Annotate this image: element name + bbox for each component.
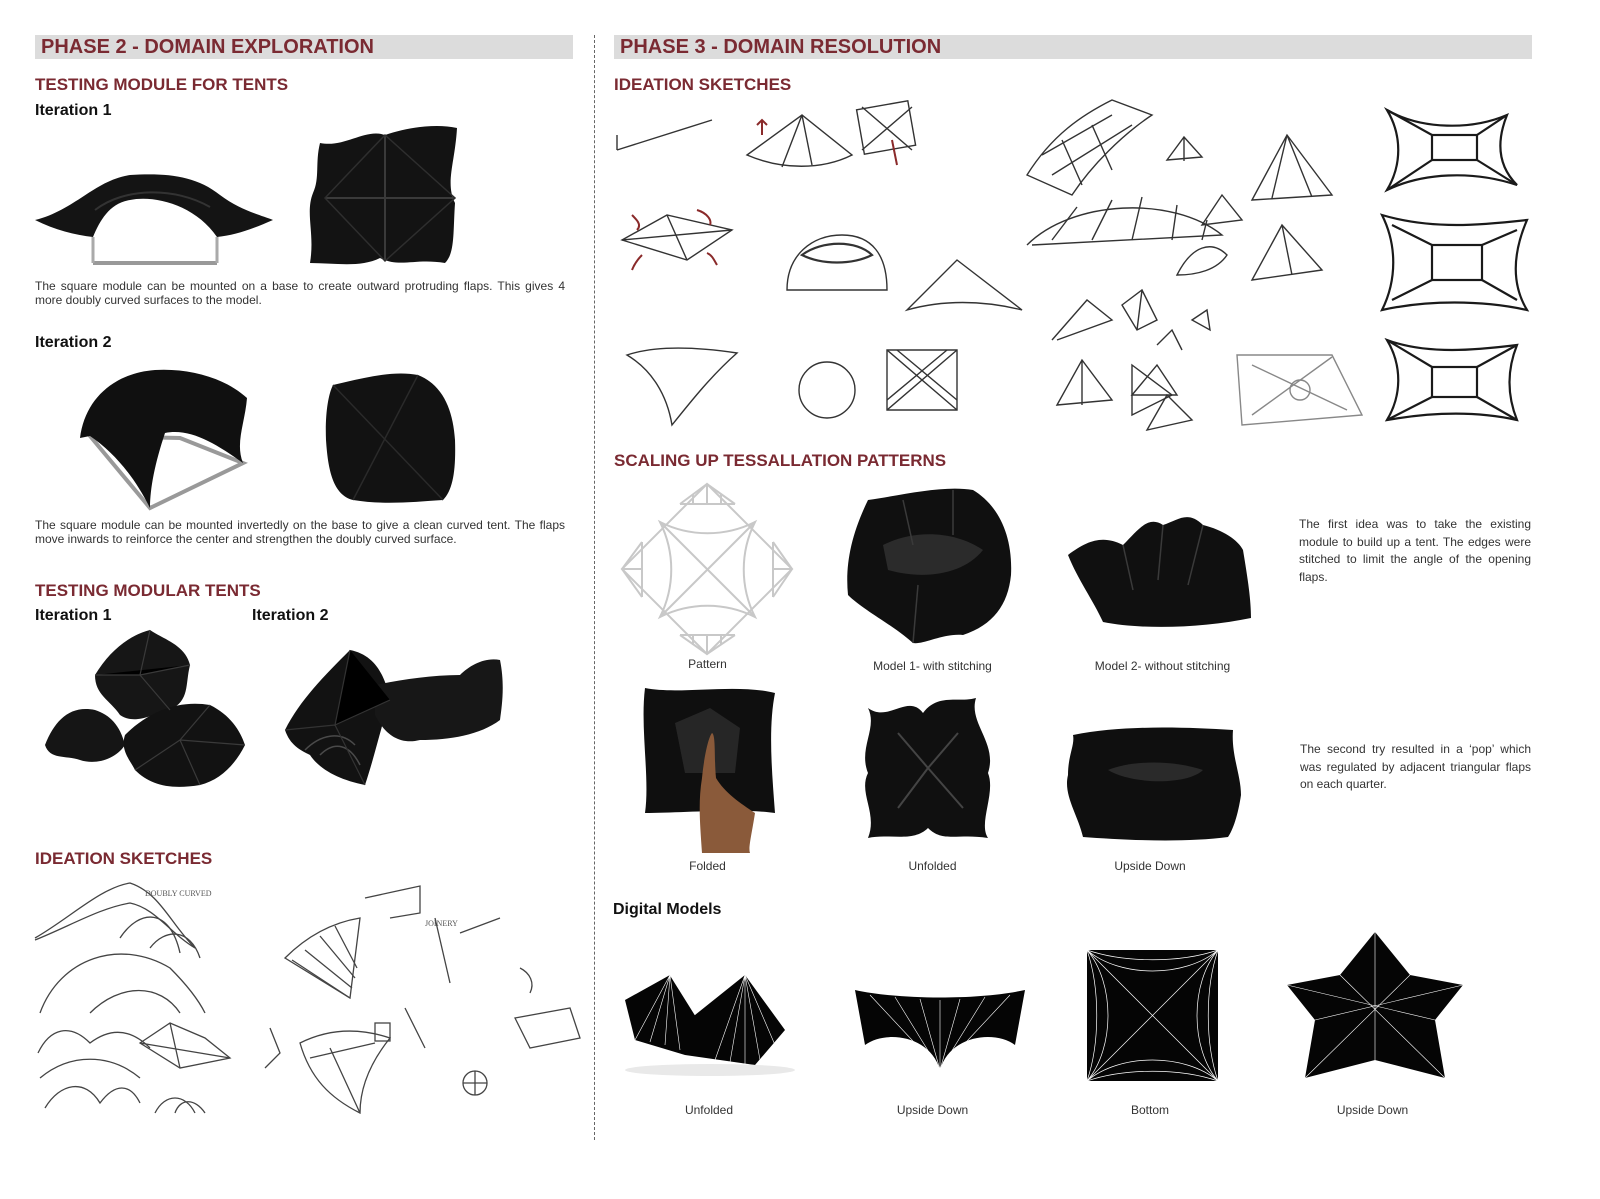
module-iteration2-photo-top [325, 373, 456, 503]
sketch-note-joinery: JOINERY [425, 919, 458, 928]
unfolded-model-photo [865, 698, 991, 838]
module-iteration1-text: The square module can be mounted on a ba… [35, 279, 565, 307]
module-iteration2-photo-side [80, 369, 248, 511]
digital-models-title: Digital Models [613, 901, 722, 918]
digital-model-bottom [1086, 949, 1219, 1082]
modular-iteration1-photo [45, 629, 246, 787]
module-iteration1-label: Iteration 1 [35, 102, 112, 119]
modular-iteration1-label: Iteration 1 [35, 607, 112, 624]
tessellation-pattern-drawing [620, 482, 794, 656]
left-ideation-sketches: DOUBLY CURVED JOINERY [34, 882, 581, 1115]
folded-model-photo [643, 688, 775, 853]
phase2-header: PHASE 2 - DOMAIN EXPLORATION [35, 35, 573, 59]
caption-model1: Model 1- with stitching [873, 659, 992, 673]
sketch-note-doubly-curved: DOUBLY CURVED [145, 889, 212, 898]
modular-tents-title: TESTING MODULAR TENTS [35, 581, 261, 600]
caption-digital-upside-down: Upside Down [896, 1103, 969, 1117]
model1-stitching-photo [847, 488, 1012, 644]
modular-iteration2-label: Iteration 2 [252, 607, 329, 624]
caption-unfolded: Unfolded [908, 859, 957, 873]
model2-no-stitching-photo [1068, 517, 1251, 627]
caption-model2: Model 2- without stitching [1094, 659, 1231, 673]
phase3-header: PHASE 3 - DOMAIN RESOLUTION [614, 35, 1532, 59]
column-divider [594, 35, 595, 1140]
caption-digital-upside-down-2: Upside Down [1336, 1103, 1409, 1117]
digital-model-unfolded [625, 974, 795, 1076]
caption-pattern: Pattern [688, 657, 727, 671]
module-iteration2-label: Iteration 2 [35, 334, 112, 351]
caption-upside-down: Upside Down [1114, 859, 1186, 873]
scaling-row1-text: The first idea was to take the existing … [1299, 517, 1531, 584]
module-iteration1-photo-top [309, 125, 457, 265]
right-ideation-sketches [616, 99, 1530, 432]
left-ideation-title: IDEATION SKETCHES [35, 849, 213, 868]
modular-iteration2-photo [284, 649, 503, 786]
right-ideation-title: IDEATION SKETCHES [614, 75, 792, 94]
module-iteration2-text: The square module can be mounted inverte… [35, 518, 565, 546]
module-iteration1-photo-side [35, 174, 273, 265]
scaling-row2-text: The second try resulted in a ‘pop’ which… [1300, 742, 1531, 791]
upside-down-model-photo [1066, 727, 1241, 841]
scaling-title: SCALING UP TESSALLATION PATTERNS [614, 451, 947, 470]
digital-model-upside-down [855, 990, 1025, 1071]
caption-digital-unfolded: Unfolded [684, 1103, 734, 1117]
digital-model-upside-down-2 [1286, 932, 1464, 1079]
testing-module-title: TESTING MODULE FOR TENTS [35, 75, 289, 94]
caption-digital-bottom: Bottom [1130, 1103, 1169, 1117]
caption-folded: Folded [689, 859, 726, 873]
